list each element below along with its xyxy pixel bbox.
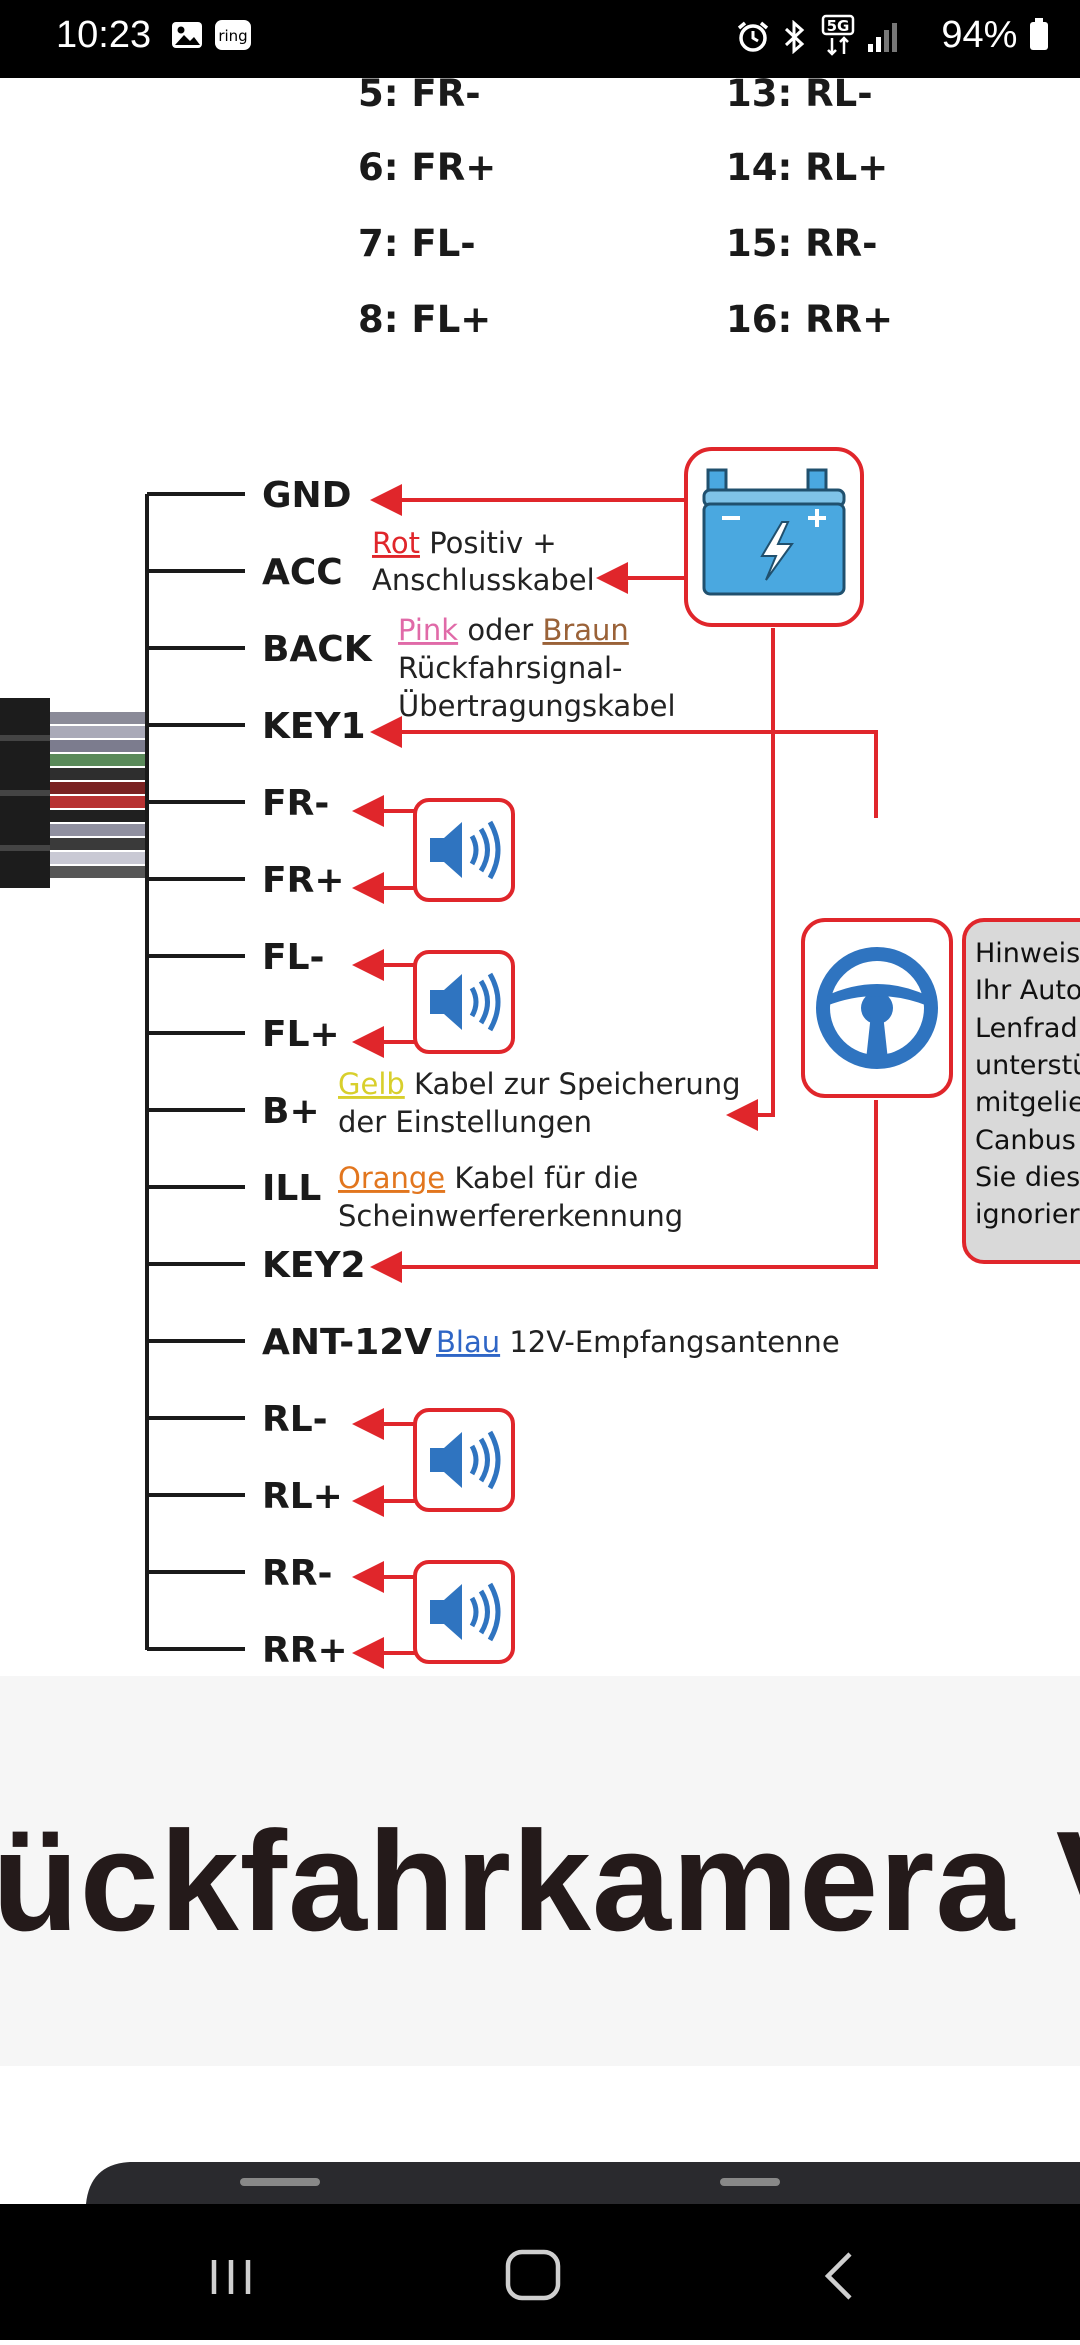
pin-label: 5: FR-	[358, 78, 481, 115]
label-key1: KEY1	[262, 706, 366, 747]
label-b-plus: B+	[262, 1091, 320, 1132]
network-label: 5G	[827, 17, 850, 35]
wiring-diagram: GND ACC BACK KEY1 FR- FR+ FL- FL+ B+ ILL…	[0, 447, 1080, 1671]
5g-icon: 5G	[820, 14, 860, 63]
annotation-ill-line2: Scheinwerfererkennung	[338, 1199, 683, 1233]
ring-label: ring	[218, 27, 247, 45]
battery-icon	[1030, 18, 1048, 50]
pin-label: 6: FR+	[358, 146, 497, 189]
annotation-acc-line2: Anschlusskabel	[372, 563, 595, 597]
label-rl-plus: RL+	[262, 1476, 343, 1517]
pin-label: 14: RL+	[726, 146, 889, 189]
hint-line: mitgelie	[975, 1087, 1080, 1118]
hint-line: Hinweis	[975, 938, 1080, 969]
pin-label: 13: RL-	[726, 78, 873, 115]
wire-bus	[145, 492, 245, 1651]
hint-line: Sie dies	[975, 1162, 1080, 1193]
bluetooth-icon	[782, 19, 808, 59]
speaker-icon	[413, 798, 515, 902]
annotation-b-plus-line2: der Einstellungen	[338, 1105, 592, 1139]
wiring-image[interactable]: 5: FR- 6: FR+ 7: FL- 8: FL+ 13: RL- 14: …	[0, 78, 1080, 2204]
hint-line: Canbus	[975, 1125, 1076, 1156]
pin-label: 15: RR-	[726, 222, 878, 265]
annotation-b-plus: Gelb Kabel zur Speicherung	[338, 1067, 741, 1101]
status-bar: 10:23 ring 5G 94%	[0, 0, 1080, 78]
signal-icon	[866, 20, 900, 59]
label-rl-minus: RL-	[262, 1399, 328, 1440]
annotation-acc: Rot Positiv +	[372, 526, 557, 560]
head-unit-image	[86, 2162, 1080, 2204]
pin-label: 8: FL+	[358, 298, 492, 341]
alarm-icon	[736, 20, 770, 59]
battery-icon	[684, 447, 864, 627]
gallery-icon	[170, 18, 204, 57]
pin-label: 7: FL-	[358, 222, 476, 265]
steering-wheel-icon	[801, 918, 953, 1098]
annotation-ill: Orange Kabel für die	[338, 1161, 638, 1195]
label-rr-plus: RR+	[262, 1630, 348, 1671]
harness-connector	[0, 698, 146, 888]
title-band	[0, 1676, 1080, 2066]
hint-box: Hinweis Ihr Auto Lenfrad unterstü mitgel…	[962, 918, 1080, 1264]
hint-line: Ihr Auto	[975, 975, 1080, 1006]
pin-label: 16: RR+	[726, 298, 894, 341]
label-ill: ILL	[262, 1168, 321, 1209]
navigation-bar	[0, 2204, 1080, 2340]
annotation-ant: Blau 12V-Empfangsantenne	[436, 1325, 840, 1359]
label-fl-plus: FL+	[262, 1014, 340, 1055]
speaker-icon	[413, 950, 515, 1054]
hint-line: Lenfrad	[975, 1013, 1078, 1044]
label-acc: ACC	[262, 552, 343, 593]
annotation-back-line2: Rückfahrsignal-	[398, 651, 623, 685]
label-fr-plus: FR+	[262, 860, 344, 901]
annotation-back-line3: Übertragungskabel	[398, 689, 676, 723]
hint-line: unterstü	[975, 1050, 1080, 1081]
ring-app-icon: ring	[214, 18, 252, 57]
label-gnd: GND	[262, 475, 352, 516]
label-fl-minus: FL-	[262, 937, 324, 978]
label-ant: ANT-12V	[262, 1322, 432, 1363]
home-button[interactable]	[505, 2249, 561, 2301]
hint-line: ignorier	[975, 1199, 1080, 1230]
label-rr-minus: RR-	[262, 1553, 332, 1594]
speaker-icon	[413, 1408, 515, 1512]
clock: 10:23	[56, 14, 152, 56]
speaker-icon	[413, 1560, 515, 1664]
label-fr-minus: FR-	[262, 783, 329, 824]
recents-button[interactable]	[200, 2244, 260, 2304]
label-key2: KEY2	[262, 1245, 366, 1286]
annotation-back: Pink oder Braun	[398, 613, 629, 647]
battery-status: 94%	[941, 14, 1050, 57]
back-button[interactable]	[810, 2244, 870, 2304]
signal-arrows	[352, 484, 878, 1669]
battery-percent: 94%	[941, 14, 1018, 56]
label-back: BACK	[262, 629, 373, 670]
section-title: ückfahrkamera Ve	[0, 1802, 1080, 1961]
